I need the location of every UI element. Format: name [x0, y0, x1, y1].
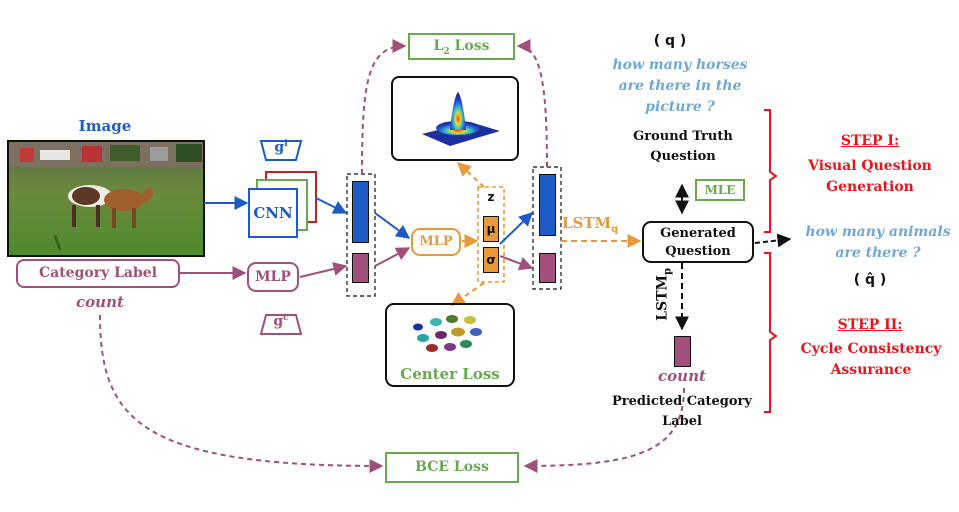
- qhat-label: ( q̂ ): [853, 272, 887, 288]
- bce-loss-box: BCE Loss: [385, 452, 519, 483]
- step2-title: STEP II:: [837, 317, 903, 333]
- cluster-plot: [413, 315, 482, 352]
- mlp-category-block: MLP: [247, 262, 299, 292]
- gi-label: gi: [274, 139, 288, 156]
- predicted-value: count: [658, 367, 706, 385]
- density-plot-frame: [391, 76, 519, 161]
- center-loss-frame: [385, 303, 515, 387]
- sigma-cell: σ: [483, 247, 499, 273]
- mlp-fusion-block: MLP: [411, 228, 461, 256]
- category-label-box: Category Label: [16, 259, 180, 288]
- gi-trapezoid: [259, 140, 303, 161]
- cnn-block: CNN: [248, 188, 298, 238]
- ground-truth-label: Ground Truth Question: [633, 129, 733, 164]
- category-value: count: [76, 293, 124, 311]
- generated-question-text: how many animals are there ?: [805, 224, 951, 261]
- image-feature-bar: [352, 181, 369, 243]
- image-title: Image: [78, 117, 132, 135]
- predicted-category-bar: [674, 336, 691, 367]
- predicted-category-label: Predicted Category Label: [612, 394, 752, 429]
- generated-question-box: Generated Question: [642, 221, 754, 263]
- reconstructed-category-bar: [539, 253, 556, 283]
- mu-cell: μ: [483, 216, 499, 242]
- step2-text: Cycle Consistency Assurance: [800, 341, 942, 378]
- gc-label: gc: [273, 313, 289, 330]
- mle-box: MLE: [695, 179, 745, 201]
- category-feature-bar: [352, 253, 369, 283]
- input-image: [7, 140, 205, 257]
- ground-truth-question-text: how many horses are there in the picture…: [612, 57, 748, 115]
- lstm-p-label: LSTMp: [654, 267, 674, 321]
- step1-text: Visual Question Generation: [808, 158, 932, 195]
- l2-loss-box: L2 Loss: [408, 33, 515, 60]
- step1-title: STEP I:: [840, 133, 900, 149]
- density-plot: [422, 92, 500, 146]
- z-label: z: [487, 190, 495, 204]
- reconstructed-image-bar: [539, 174, 556, 236]
- gc-trapezoid: [259, 314, 303, 335]
- center-loss-label: Center Loss: [400, 365, 500, 383]
- q-label: ( q ): [653, 33, 687, 49]
- lstm-q-label: LSTMq: [562, 214, 619, 235]
